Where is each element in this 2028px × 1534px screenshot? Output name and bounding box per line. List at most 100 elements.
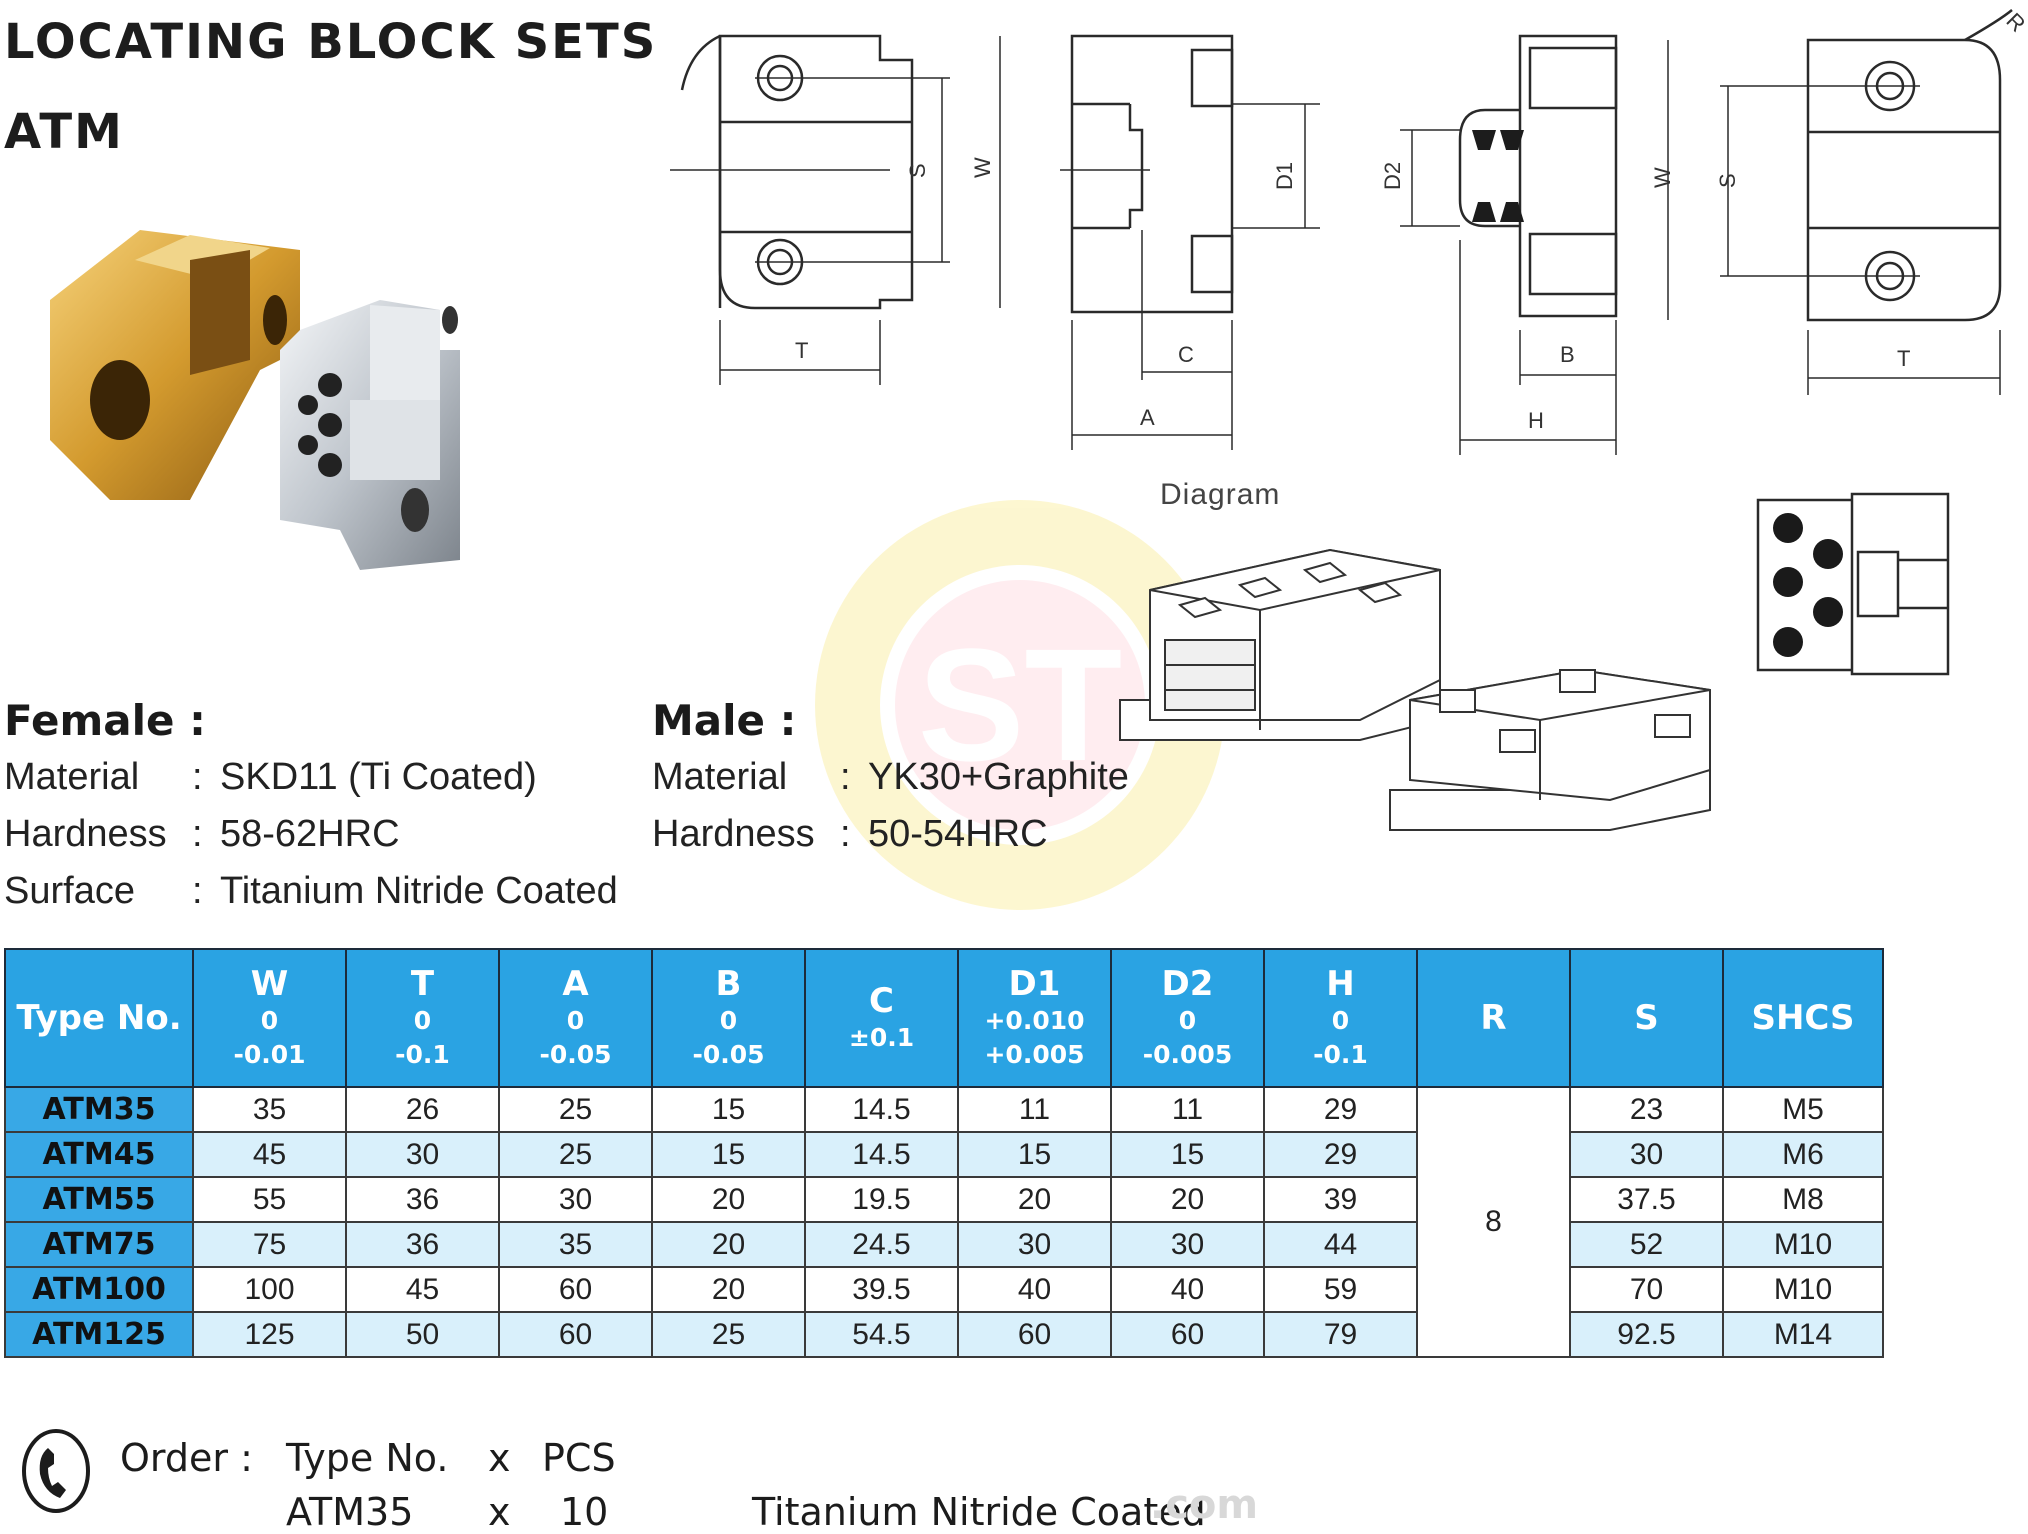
cell-c: 39.5: [804, 1266, 959, 1313]
cell-c: 54.5: [804, 1311, 959, 1358]
order-x-1: x: [488, 1436, 511, 1480]
header-r: R: [1416, 948, 1571, 1088]
dim-label-h: H: [1528, 408, 1544, 433]
cell-s: 52: [1569, 1221, 1724, 1268]
male-spec-label: Hardness: [652, 813, 815, 855]
cell-a: 60: [498, 1311, 653, 1358]
table-row: ATM35 35 26 25 15 14.5 11 11 29 8 23 M5: [4, 1086, 1884, 1358]
watermark-logo: ST: [815, 500, 1225, 910]
cell-t: 50: [345, 1311, 500, 1358]
cell-d2: 40: [1110, 1266, 1265, 1313]
cell-a: 25: [498, 1086, 653, 1133]
cell-d2: 30: [1110, 1221, 1265, 1268]
cell-d2: 60: [1110, 1311, 1265, 1358]
female-spec-label: Surface: [4, 870, 135, 912]
watermark-url: .com: [1150, 1482, 1259, 1528]
cell-type: ATM35: [4, 1086, 194, 1133]
cell-d2: 15: [1110, 1131, 1265, 1178]
cell-s: 30: [1569, 1131, 1724, 1178]
dim-label-d2: D2: [1380, 162, 1405, 190]
cell-h: 29: [1263, 1086, 1418, 1133]
order-label: Order :: [120, 1436, 253, 1480]
header-type-no: Type No.: [4, 948, 194, 1088]
male-spec-value: 50-54HRC: [868, 813, 1048, 855]
cell-shcs: M5: [1722, 1086, 1884, 1133]
cell-a: 35: [498, 1221, 653, 1268]
male-spec-row: Material:YK30+Graphite: [652, 756, 1129, 798]
cell-t: 26: [345, 1086, 500, 1133]
female-heading: Female :: [4, 696, 206, 745]
detail-hole: [1773, 513, 1803, 543]
product-photo: [50, 230, 460, 570]
cell-w: 35: [192, 1086, 347, 1133]
dim-label-w-2: W: [1650, 167, 1675, 188]
cell-t: 30: [345, 1131, 500, 1178]
table-row: ATM75 75 36 35 20 24.5 30 30 44 52 M10: [4, 1221, 1884, 1268]
cell-b: 20: [651, 1266, 806, 1313]
cell-shcs: M6: [1722, 1131, 1884, 1178]
male-spec-label: Material: [652, 756, 788, 798]
assembly-diagram: [1119, 548, 1711, 831]
dim-label-c: C: [1178, 342, 1194, 367]
cell-w: 100: [192, 1266, 347, 1313]
order-pcs-label: PCS: [542, 1436, 616, 1480]
cell-c: 14.5: [804, 1086, 959, 1133]
cell-type: ATM45: [4, 1131, 194, 1178]
female-specs: Material:SKD11 (Ti Coated) Hardness:58-6…: [4, 756, 618, 927]
cell-type: ATM55: [4, 1176, 194, 1223]
table-row: ATM55 55 36 30 20 19.5 20 20 39 37.5 M8: [4, 1176, 1884, 1223]
female-spec-row: Material:SKD11 (Ti Coated): [4, 756, 537, 798]
cell-shcs: M10: [1722, 1221, 1884, 1268]
cell-d1: 15: [957, 1131, 1112, 1178]
header-c: C±0.1: [804, 948, 959, 1088]
phone-icon: [22, 1429, 90, 1513]
cell-w: 55: [192, 1176, 347, 1223]
cell-type: ATM125: [4, 1311, 194, 1358]
cell-d1: 30: [957, 1221, 1112, 1268]
cell-t: 45: [345, 1266, 500, 1313]
male-spec-row: Hardness:50-54HRC: [652, 813, 1048, 855]
cell-shcs: M14: [1722, 1311, 1884, 1358]
order-example-note: Titanium Nitride Coated: [752, 1490, 1206, 1534]
cell-d1: 11: [957, 1086, 1112, 1133]
cell-b: 25: [651, 1311, 806, 1358]
cell-w: 45: [192, 1131, 347, 1178]
male-heading: Male :: [652, 696, 797, 745]
female-spec-label: Material: [4, 756, 140, 798]
female-spec-row: Hardness:58-62HRC: [4, 813, 400, 855]
cell-s: 37.5: [1569, 1176, 1724, 1223]
dim-label-r: R: [2001, 8, 2028, 37]
cell-d1: 20: [957, 1176, 1112, 1223]
cell-w: 125: [192, 1311, 347, 1358]
female-spec-label: Hardness: [4, 813, 167, 855]
cell-d1: 60: [957, 1311, 1112, 1358]
cell-shcs: M10: [1722, 1266, 1884, 1313]
page-subtitle: ATM: [4, 104, 124, 160]
cell-r-merged: 8: [1416, 1086, 1571, 1358]
cell-c: 24.5: [804, 1221, 959, 1268]
cell-s: 23: [1569, 1086, 1724, 1133]
header-d1: D1+0.010+0.005: [957, 948, 1112, 1088]
female-top-view: [670, 34, 1001, 385]
cell-h: 59: [1263, 1266, 1418, 1313]
cell-b: 15: [651, 1131, 806, 1178]
cell-d2: 11: [1110, 1086, 1265, 1133]
cell-a: 30: [498, 1176, 653, 1223]
order-type-label: Type No.: [286, 1436, 449, 1480]
cell-d1: 40: [957, 1266, 1112, 1313]
diagram-label: Diagram: [1160, 478, 1281, 511]
technical-drawings: S W T C A D1 D2 B H W S T R: [670, 8, 2028, 455]
watermark-logo-text: ST: [918, 615, 1122, 794]
female-spec-value: SKD11 (Ti Coated): [220, 756, 537, 798]
cell-a: 60: [498, 1266, 653, 1313]
cell-shcs: M8: [1722, 1176, 1884, 1223]
male-top-view: [1667, 9, 2013, 395]
cell-h: 39: [1263, 1176, 1418, 1223]
female-side-view: [1060, 34, 1320, 450]
table-row: ATM45 45 30 25 15 14.5 15 15 29 30 M6: [4, 1131, 1884, 1178]
